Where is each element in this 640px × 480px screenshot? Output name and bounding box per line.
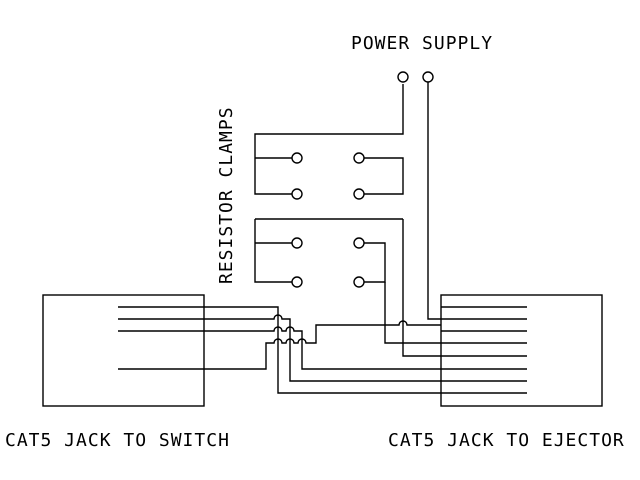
clamp-terminal [291, 152, 303, 164]
clamp-terminal [291, 276, 303, 288]
ejector-jack-box [440, 294, 603, 407]
clamp-terminal [353, 152, 365, 164]
power-supply-label: POWER SUPPLY [351, 33, 493, 54]
power-terminal-1 [397, 71, 409, 83]
jack-switch-label: CAT5 JACK TO SWITCH [5, 430, 230, 451]
interconnect-wires [204, 282, 441, 394]
clamp-terminal [291, 188, 303, 200]
ejector-pins [441, 306, 527, 394]
power-wire-2 [427, 82, 527, 320]
switch-pins [118, 306, 204, 370]
clamp-terminals [291, 152, 365, 288]
resistor-clamps-label: RESISTOR CLAMPS [216, 106, 237, 284]
clamp-terminal [353, 188, 365, 200]
power-terminal-2 [422, 71, 434, 83]
clamp-terminal [353, 237, 365, 249]
switch-jack-box [42, 294, 205, 407]
clamp-bus-left [254, 84, 404, 283]
jack-ejector-label: CAT5 JACK TO EJECTOR [388, 430, 625, 451]
clamp-bus-right [359, 157, 404, 325]
clamp-terminal [353, 276, 365, 288]
clamp-terminal [291, 237, 303, 249]
